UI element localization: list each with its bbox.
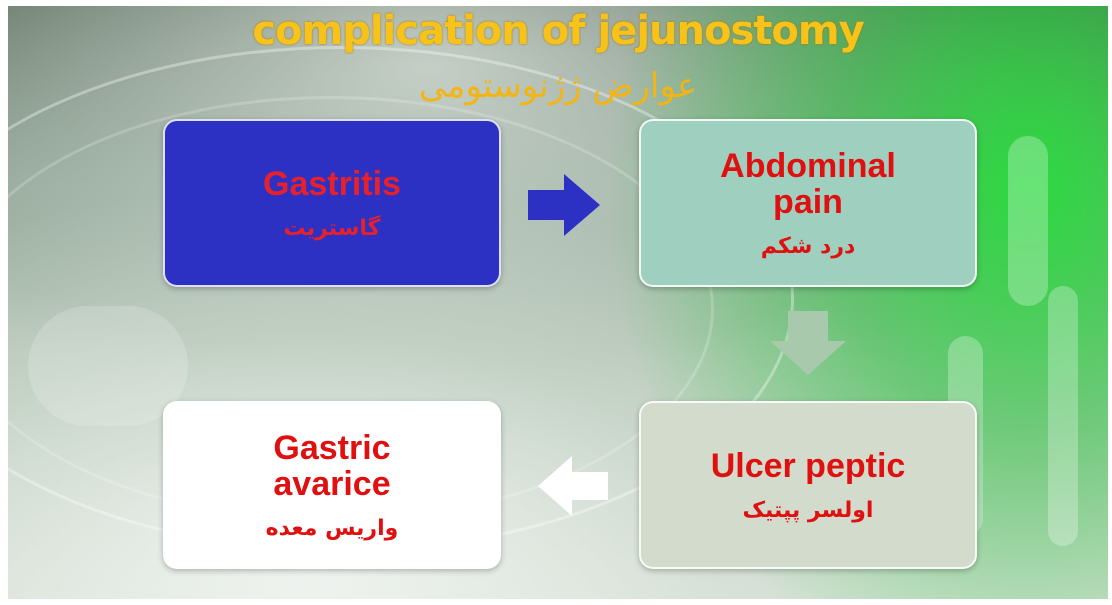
- left-arrow-icon: [538, 456, 608, 516]
- slide: complication of jejunostomy عوارض ژژنوست…: [8, 6, 1108, 599]
- gastritis-box: Gastritis گاستریت: [163, 119, 501, 287]
- gastric-avarice-label-line2: avarice: [273, 466, 390, 502]
- slide-title: complication of jejunostomy: [8, 8, 1108, 54]
- abdominal-pain-box: Abdominal pain درد شکم: [639, 119, 977, 287]
- gastric-avarice-persian-label: واریس معده: [266, 516, 399, 541]
- background-skeleton-shape: [1008, 136, 1048, 306]
- down-arrow-icon: [770, 311, 846, 375]
- gastric-avarice-label-line1: Gastric: [273, 430, 390, 466]
- ulcer-peptic-label: Ulcer peptic: [711, 448, 906, 484]
- gastric-avarice-box: Gastric avarice واریس معده: [163, 401, 501, 569]
- abdominal-pain-label-line2: pain: [773, 184, 843, 220]
- ulcer-peptic-persian-label: اولسر پپتیک: [743, 498, 874, 523]
- slide-subtitle: عوارض ژژنوستومی: [8, 66, 1108, 106]
- background-skeleton-shape: [1048, 286, 1078, 546]
- abdominal-pain-persian-label: درد شکم: [761, 234, 856, 259]
- abdominal-pain-label-line1: Abdominal: [720, 148, 896, 184]
- right-arrow-icon: [528, 174, 600, 236]
- gastritis-label: Gastritis: [263, 166, 401, 202]
- gastritis-persian-label: گاستریت: [284, 216, 381, 241]
- ulcer-peptic-box: Ulcer peptic اولسر پپتیک: [639, 401, 977, 569]
